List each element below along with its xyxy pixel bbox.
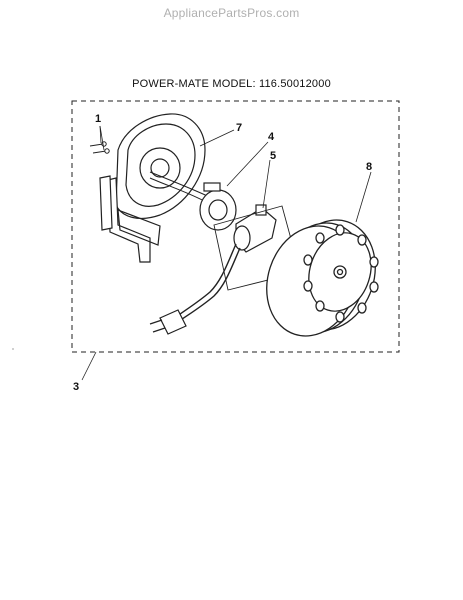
- leader-7: [199, 129, 235, 147]
- leader-5: [262, 159, 271, 209]
- assembly-boundary: [71, 100, 400, 353]
- cord-reel: [266, 219, 379, 337]
- watermark: AppliancePartsPros.com: [163, 6, 300, 20]
- leader-8: [355, 171, 372, 223]
- brush-holder: [233, 204, 277, 253]
- callout-5: 5: [270, 150, 277, 162]
- leader-1b: [99, 125, 105, 151]
- callout-7: 7: [236, 122, 243, 134]
- power-cord-2: [174, 247, 241, 325]
- diagram-title: POWER-MATE MODEL: 116.50012000: [132, 78, 331, 90]
- power-cord: [171, 243, 237, 321]
- leader-4: [226, 141, 269, 187]
- leader-3: [81, 351, 97, 381]
- callout-4: 4: [268, 131, 275, 143]
- callout-8: 8: [366, 161, 373, 173]
- switch-bracket: [199, 182, 237, 231]
- callout-3: 3: [73, 381, 80, 393]
- screws: [89, 141, 110, 154]
- plug: [149, 309, 187, 335]
- reel-housing: [99, 113, 206, 263]
- callout-1: 1: [95, 113, 102, 125]
